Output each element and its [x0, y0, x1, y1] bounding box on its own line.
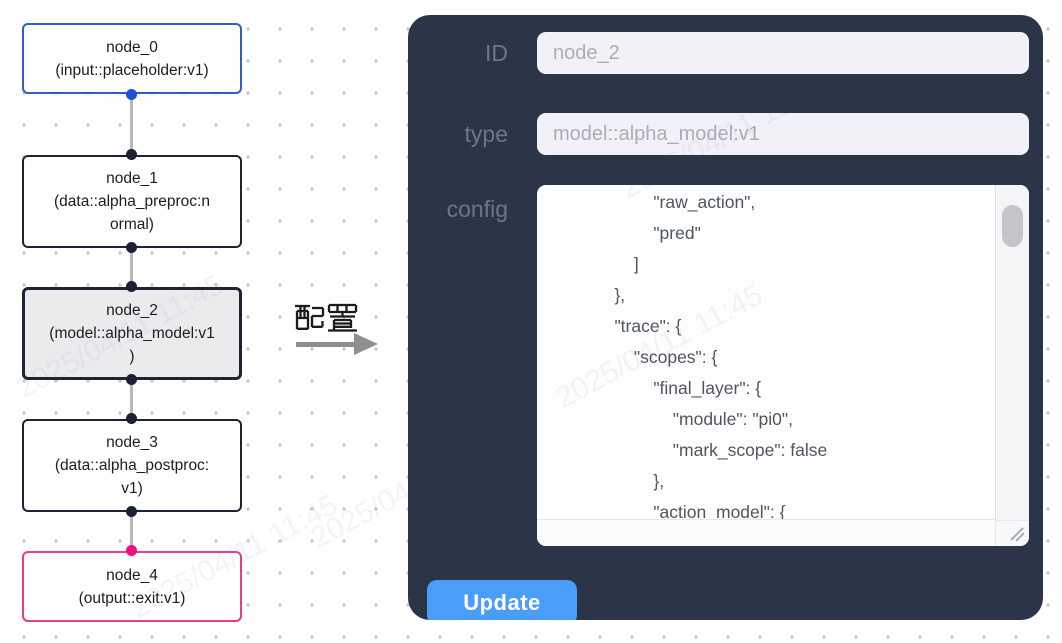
node-subtitle: ) — [129, 348, 135, 365]
type-input[interactable] — [537, 113, 1029, 155]
handle-node_1-target[interactable] — [126, 149, 137, 160]
node-node_0[interactable]: node_0 (input::placeholder:v1) — [22, 23, 242, 94]
update-button[interactable]: Update — [427, 580, 577, 620]
node-title: node_0 — [106, 38, 158, 56]
node-subtitle: (data::alpha_postproc: — [54, 457, 210, 474]
config-annotation-arrow — [296, 342, 356, 347]
config-hscrollbar-track[interactable] — [537, 519, 995, 546]
node-title: node_1 — [106, 170, 158, 187]
config-json-text[interactable]: "raw_action", "pred" ] }, "trace": { "sc… — [614, 192, 828, 520]
node-subtitle: (input::placeholder:v1) — [55, 61, 209, 79]
cjk-peizhi-glyph-icon — [295, 303, 358, 332]
handle-node_4-target[interactable] — [126, 545, 137, 556]
edge-node_0-node_1 — [130, 94, 133, 155]
config-field-label: config — [446, 196, 508, 222]
handle-node_0-source[interactable] — [126, 89, 137, 100]
node-title: node_2 — [106, 302, 158, 319]
node-subtitle: ormal) — [110, 216, 154, 233]
type-field-label: type — [464, 121, 508, 147]
node-node_4[interactable]: node_4 (output::exit:v1) — [22, 551, 242, 622]
node-node_3[interactable]: node_3 (data::alpha_postproc: v1) — [22, 419, 242, 512]
flow-canvas[interactable]: node_0 (input::placeholder:v1) node_1 (d… — [0, 0, 408, 643]
handle-node_3-target[interactable] — [126, 413, 137, 424]
config-scrollbar-thumb[interactable] — [1002, 205, 1023, 247]
node-subtitle: v1) — [121, 480, 143, 497]
edge-node_3-node_4 — [130, 512, 133, 551]
node-node_2-selected[interactable]: node_2 (model::alpha_model:v1 ) — [22, 287, 242, 380]
config-editor[interactable]: "raw_action", "pred" ] }, "trace": { "sc… — [537, 185, 1029, 546]
arrow-head-icon — [354, 333, 378, 355]
config-annotation-label — [294, 301, 358, 338]
handle-node_3-source[interactable] — [126, 506, 137, 517]
node-subtitle: (model::alpha_model:v1 — [49, 325, 215, 342]
node-config-panel: ID type config "raw_action", "pred" ] },… — [408, 15, 1043, 620]
handle-node_2-source[interactable] — [126, 374, 137, 385]
handle-node_2-target[interactable] — [126, 281, 137, 292]
handle-node_1-source[interactable] — [126, 242, 137, 253]
node-node_1[interactable]: node_1 (data::alpha_preproc:n ormal) — [22, 155, 242, 248]
edge-node_2-node_3 — [130, 380, 133, 419]
node-subtitle: (output::exit:v1) — [78, 589, 186, 607]
resize-handle-icon[interactable] — [1007, 524, 1027, 544]
id-input[interactable] — [537, 32, 1029, 74]
node-title: node_4 — [106, 566, 158, 584]
id-field-label: ID — [485, 40, 508, 66]
edge-node_1-node_2 — [130, 248, 133, 287]
node-title: node_3 — [106, 434, 158, 451]
node-subtitle: (data::alpha_preproc:n — [54, 193, 210, 210]
